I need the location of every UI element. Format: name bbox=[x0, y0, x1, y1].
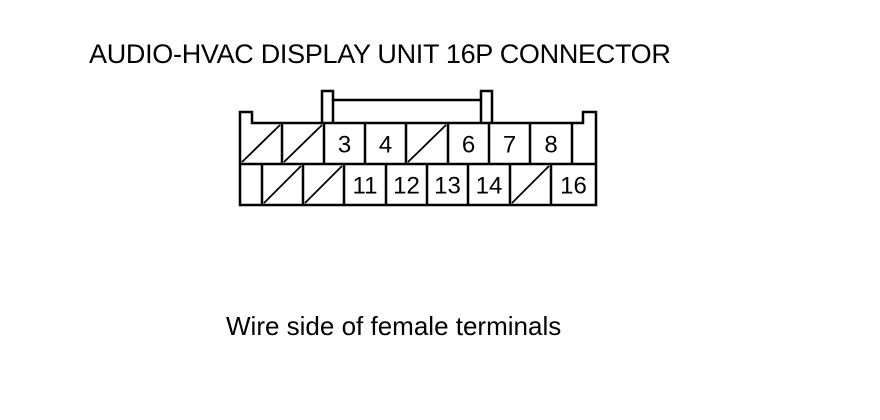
unused-terminal-slash bbox=[263, 165, 302, 204]
terminal-number: 3 bbox=[338, 132, 351, 159]
terminal-number: 7 bbox=[503, 132, 516, 159]
unused-terminal-slash bbox=[241, 124, 281, 163]
unused-terminal-slash bbox=[304, 165, 343, 204]
terminal-number: 12 bbox=[393, 173, 420, 200]
unused-terminal-slash bbox=[511, 165, 550, 204]
terminal-number: 6 bbox=[462, 132, 475, 159]
terminal-number: 16 bbox=[560, 173, 587, 200]
connector-housing bbox=[238, 89, 598, 207]
top-row: 3 4 6 7 8 bbox=[241, 123, 574, 164]
unused-terminal-slash bbox=[283, 124, 323, 163]
locking-tab bbox=[320, 89, 494, 123]
terminal-number: 11 bbox=[353, 173, 378, 200]
housing-outline bbox=[238, 110, 598, 207]
diagram-title: AUDIO-HVAC DISPLAY UNIT 16P CONNECTOR bbox=[89, 39, 671, 69]
unused-terminal-slash bbox=[407, 124, 447, 163]
terminal-number: 8 bbox=[544, 132, 557, 159]
terminal-number: 14 bbox=[476, 173, 503, 200]
terminal-number: 13 bbox=[434, 173, 461, 200]
terminal-number: 4 bbox=[379, 132, 392, 159]
diagram-caption: Wire side of female terminals bbox=[226, 311, 562, 341]
bottom-row: 11 12 13 14 16 bbox=[260, 164, 587, 205]
